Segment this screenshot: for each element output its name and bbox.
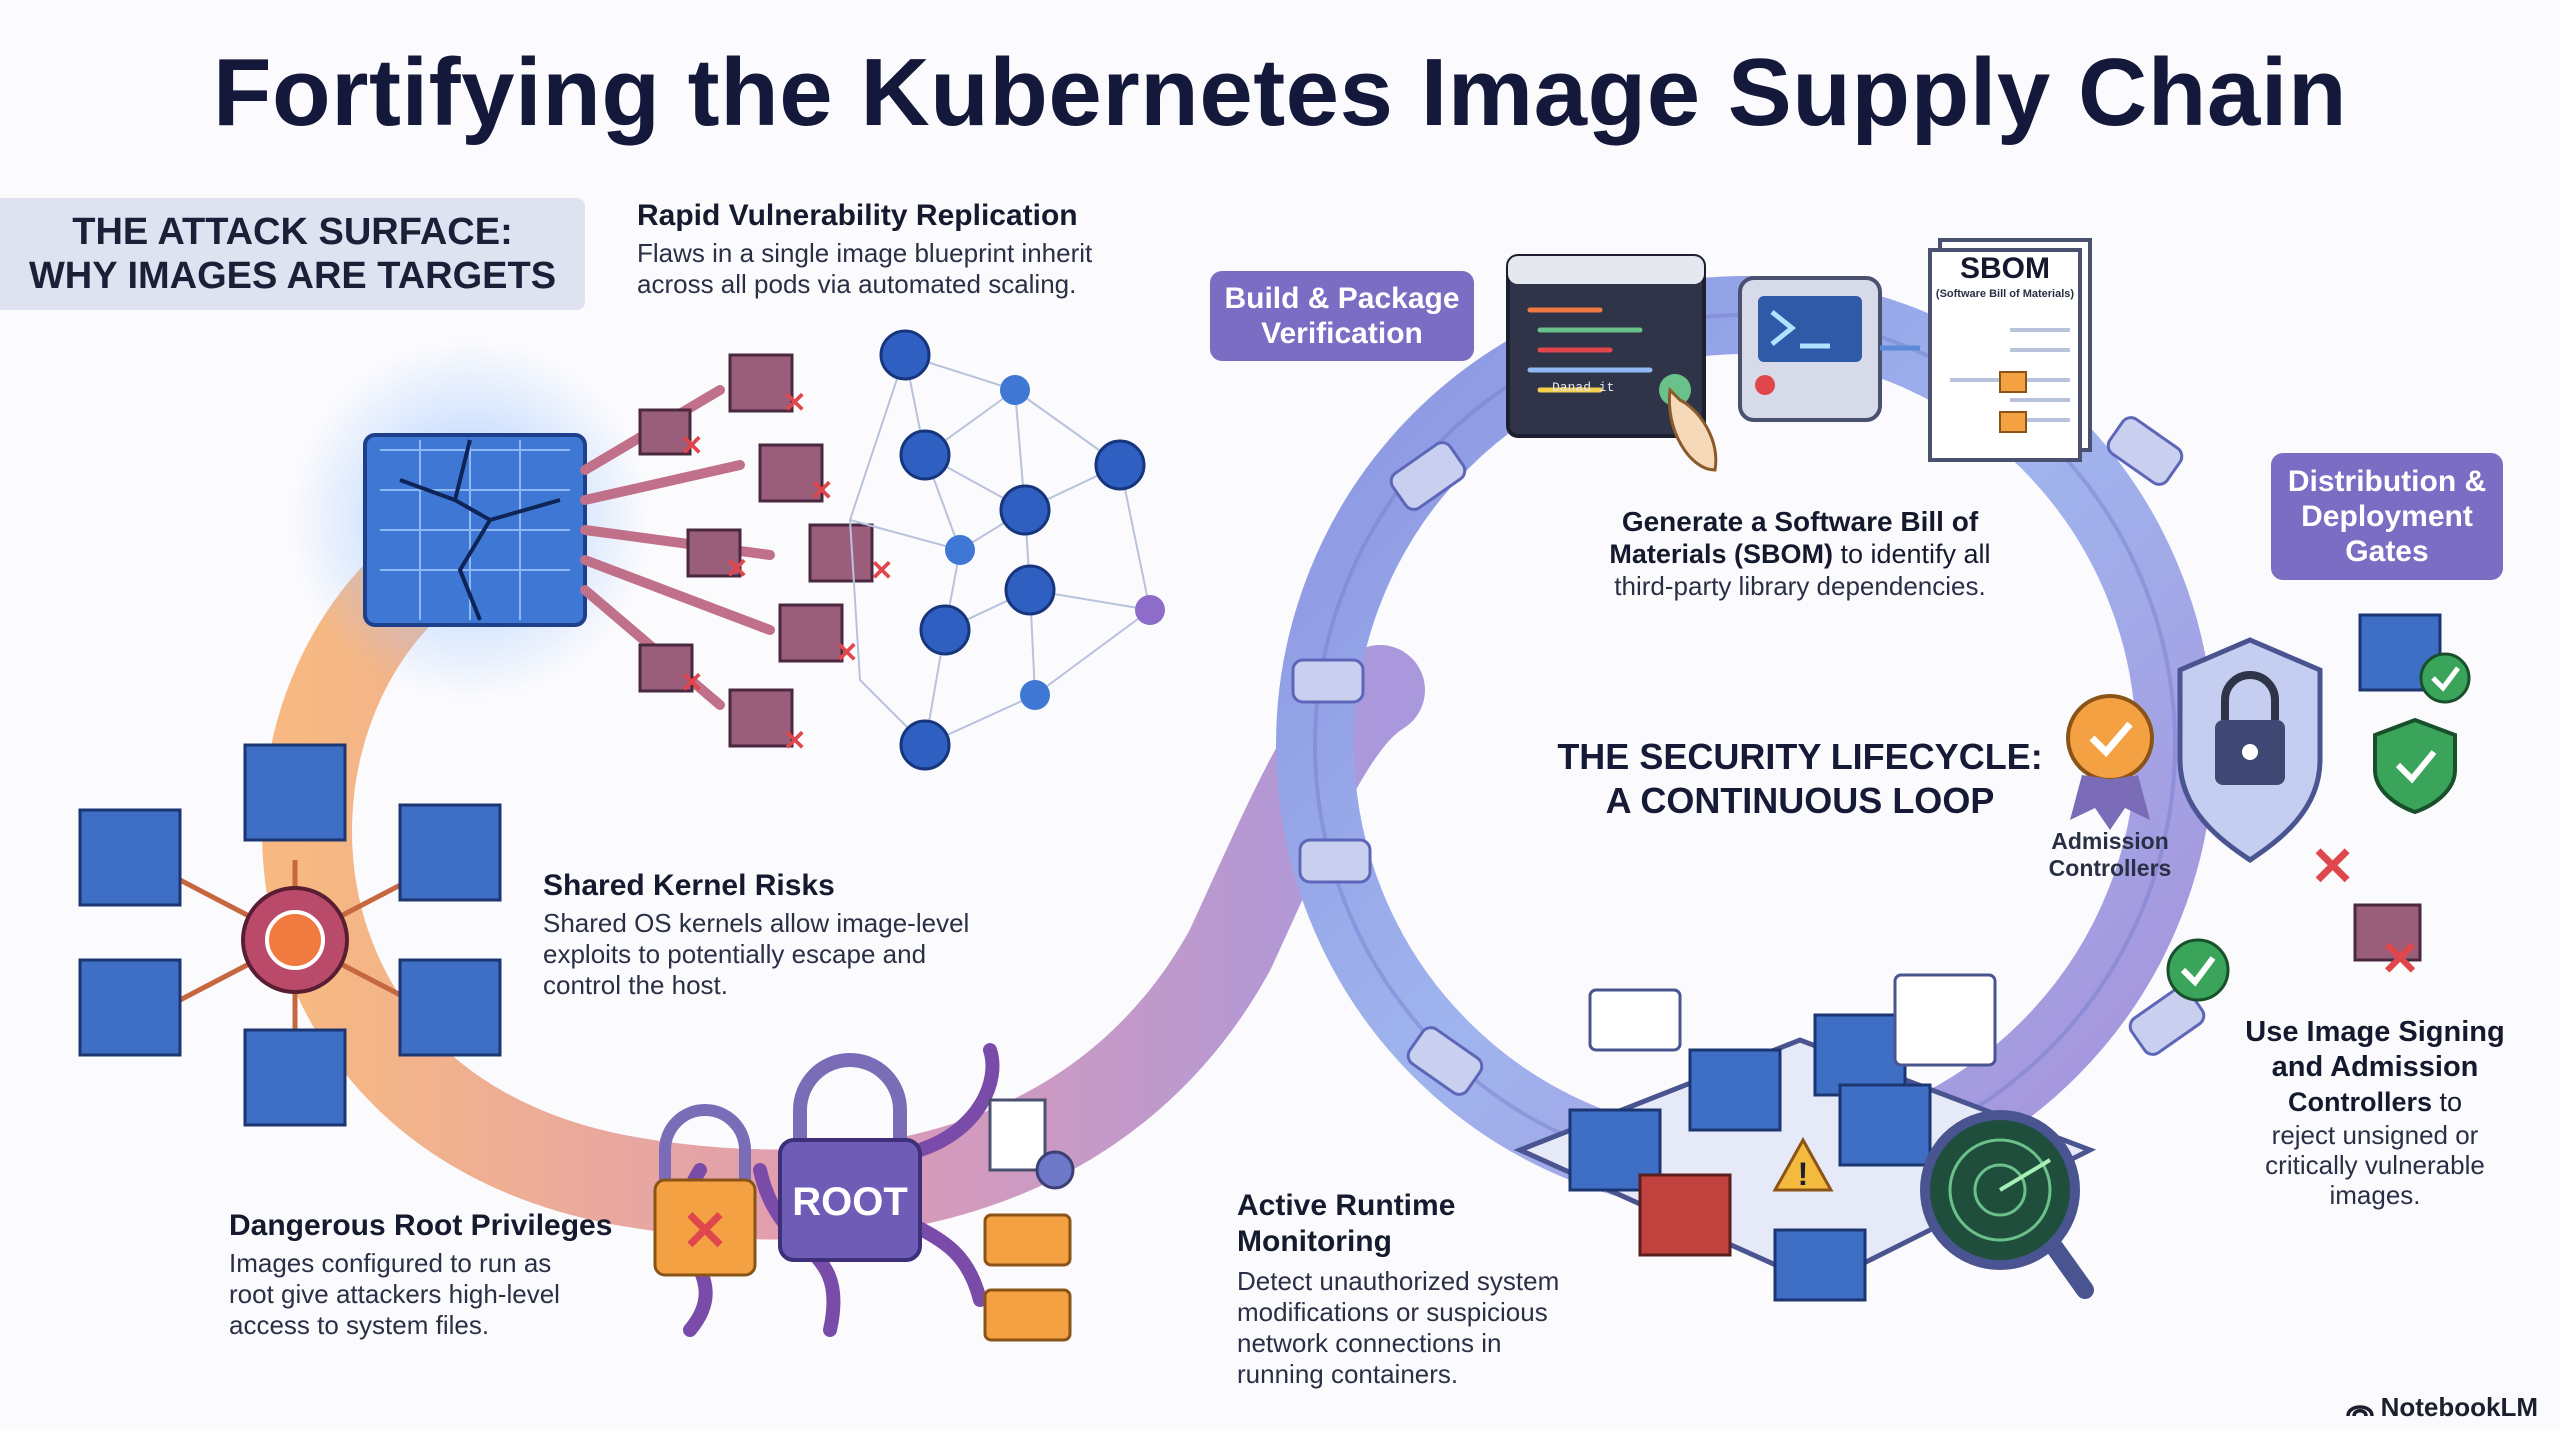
svg-text:✕: ✕ [680, 430, 703, 461]
root-privileges-body-line2: root give attackers high-level [229, 1279, 560, 1309]
signing-line1: Use Image Signing [2245, 1016, 2505, 1048]
attack-surface-label-line2: WHY IMAGES ARE TARGETS [28, 255, 557, 297]
svg-text:✕: ✕ [870, 555, 893, 586]
sbom-caption: Generate a Software Bill of Materials (S… [1560, 505, 2040, 602]
distribution-stage-line2: Deployment [2301, 500, 2473, 533]
signing-line3-rest: to [2432, 1087, 2463, 1117]
signing-line5: critically vulnerable [2265, 1150, 2485, 1180]
svg-text:✕: ✕ [2380, 933, 2420, 986]
rapid-vulnerability-body-line2: across all pods via automated scaling. [637, 269, 1077, 299]
brand-label: NotebookLM [2380, 1392, 2538, 1422]
signing-line4: reject unsigned or [2271, 1120, 2479, 1150]
distribution-stage-pill: Distribution & Deployment Gates [2271, 453, 2503, 580]
root-lock-label: ROOT [792, 1180, 908, 1224]
rapid-vulnerability-body-line1: Flaws in a single image blueprint inheri… [637, 238, 1093, 268]
sbom-doc-subtitle: (Software Bill of Materials) [1935, 288, 2075, 300]
build-stage-line2: Verification [1261, 317, 1423, 350]
svg-text:✕: ✕ [2310, 837, 2355, 897]
distribution-stage-line1: Distribution & [2287, 465, 2487, 498]
lifecycle-center-title: THE SECURITY LIFECYCLE: A CONTINUOUS LOO… [1480, 735, 2120, 823]
root-privileges-body-line3: access to system files. [229, 1310, 490, 1340]
admission-line1: Admission [2051, 828, 2169, 854]
shared-kernel-body-line3: control the host. [543, 970, 728, 1000]
image-signing-caption: Use Image Signing and Admission Controll… [2220, 1015, 2530, 1210]
signing-line3-bold: Controllers [2287, 1087, 2432, 1117]
runtime-heading-line2: Monitoring [1237, 1225, 1392, 1258]
distribution-gates-illustration: ✕ ✕ [2066, 613, 2471, 1002]
lifecycle-center-line1: THE SECURITY LIFECYCLE: [1557, 736, 2043, 777]
svg-text:✕: ✕ [725, 553, 748, 584]
shared-kernel-body-line1: Shared OS kernels allow image-level [543, 908, 970, 938]
shared-kernel-heading: Shared Kernel Risks [543, 869, 835, 902]
sbom-heading-line2: Materials (SBOM) to identify all [1560, 538, 2040, 571]
runtime-body-line4: running containers. [1237, 1359, 1459, 1389]
root-lock-illustration: ✕ [653, 1043, 1075, 1342]
runtime-body-line2: modifications or suspicious [1237, 1297, 1548, 1327]
rapid-vulnerability-block: Rapid Vulnerability Replication Flaws in… [637, 198, 1157, 300]
root-privileges-heading: Dangerous Root Privileges [229, 1209, 613, 1242]
svg-text:!: ! [1798, 1156, 1809, 1192]
svg-text:✕: ✕ [835, 637, 858, 668]
attack-surface-label-line1: THE ATTACK SURFACE: [72, 211, 513, 253]
sbom-heading-line1: Generate a Software Bill of [1621, 506, 1979, 537]
shared-kernel-hub [78, 743, 502, 1127]
signing-line6: images. [2329, 1180, 2421, 1210]
admission-line2: Controllers [2048, 855, 2172, 881]
notebooklm-logo-icon [2345, 1404, 2374, 1416]
runtime-monitoring-block: Active Runtime Monitoring Detect unautho… [1237, 1188, 1657, 1390]
notebooklm-brand: NotebookLM [2345, 1392, 2538, 1423]
sbom-heading-line3: third-party library dependencies. [1614, 571, 1986, 601]
code-snippet-label: Danad it [1552, 380, 1615, 395]
distribution-stage-line3: Gates [2345, 535, 2429, 568]
root-privileges-body-line1: Images configured to run as [229, 1248, 552, 1278]
admission-controllers-label: Admission Controllers [2030, 828, 2190, 882]
lifecycle-center-line2: A CONTINUOUS LOOP [1605, 780, 1995, 821]
svg-text:✕: ✕ [810, 475, 833, 506]
sbom-heading-line2-rest: to identify all [1832, 539, 1991, 569]
runtime-monitoring-illustration: ! [1513, 973, 2097, 1302]
svg-text:✕: ✕ [783, 387, 806, 418]
signing-line3: Controllers to [2220, 1085, 2530, 1120]
svg-text:✕: ✕ [680, 667, 703, 698]
svg-text:✕: ✕ [783, 725, 806, 756]
network-nodes [879, 329, 1165, 771]
page-title: Fortifying the Kubernetes Image Supply C… [212, 39, 2348, 146]
shared-kernel-body-line2: exploits to potentially escape and [543, 939, 927, 969]
runtime-body-line3: network connections in [1237, 1328, 1502, 1358]
cracked-blueprint-icon [363, 433, 587, 627]
build-illustration [1506, 238, 2092, 472]
root-privileges-block: Dangerous Root Privileges Images configu… [229, 1208, 659, 1341]
runtime-heading-line1: Active Runtime [1237, 1189, 1456, 1222]
sbom-heading-line2-bold: Materials (SBOM) [1609, 539, 1833, 569]
build-package-stage-pill: Build & Package Verification [1210, 271, 1474, 361]
rapid-vulnerability-heading: Rapid Vulnerability Replication [637, 199, 1078, 232]
runtime-body-line1: Detect unauthorized system [1237, 1266, 1560, 1296]
sbom-doc-title: SBOM [1960, 252, 2050, 285]
shared-kernel-block: Shared Kernel Risks Shared OS kernels al… [543, 868, 1043, 1001]
attack-surface-label: THE ATTACK SURFACE: WHY IMAGES ARE TARGE… [0, 198, 585, 310]
signing-line2: and Admission [2271, 1051, 2479, 1083]
build-stage-line1: Build & Package [1224, 282, 1460, 315]
svg-text:✕: ✕ [682, 1199, 729, 1262]
